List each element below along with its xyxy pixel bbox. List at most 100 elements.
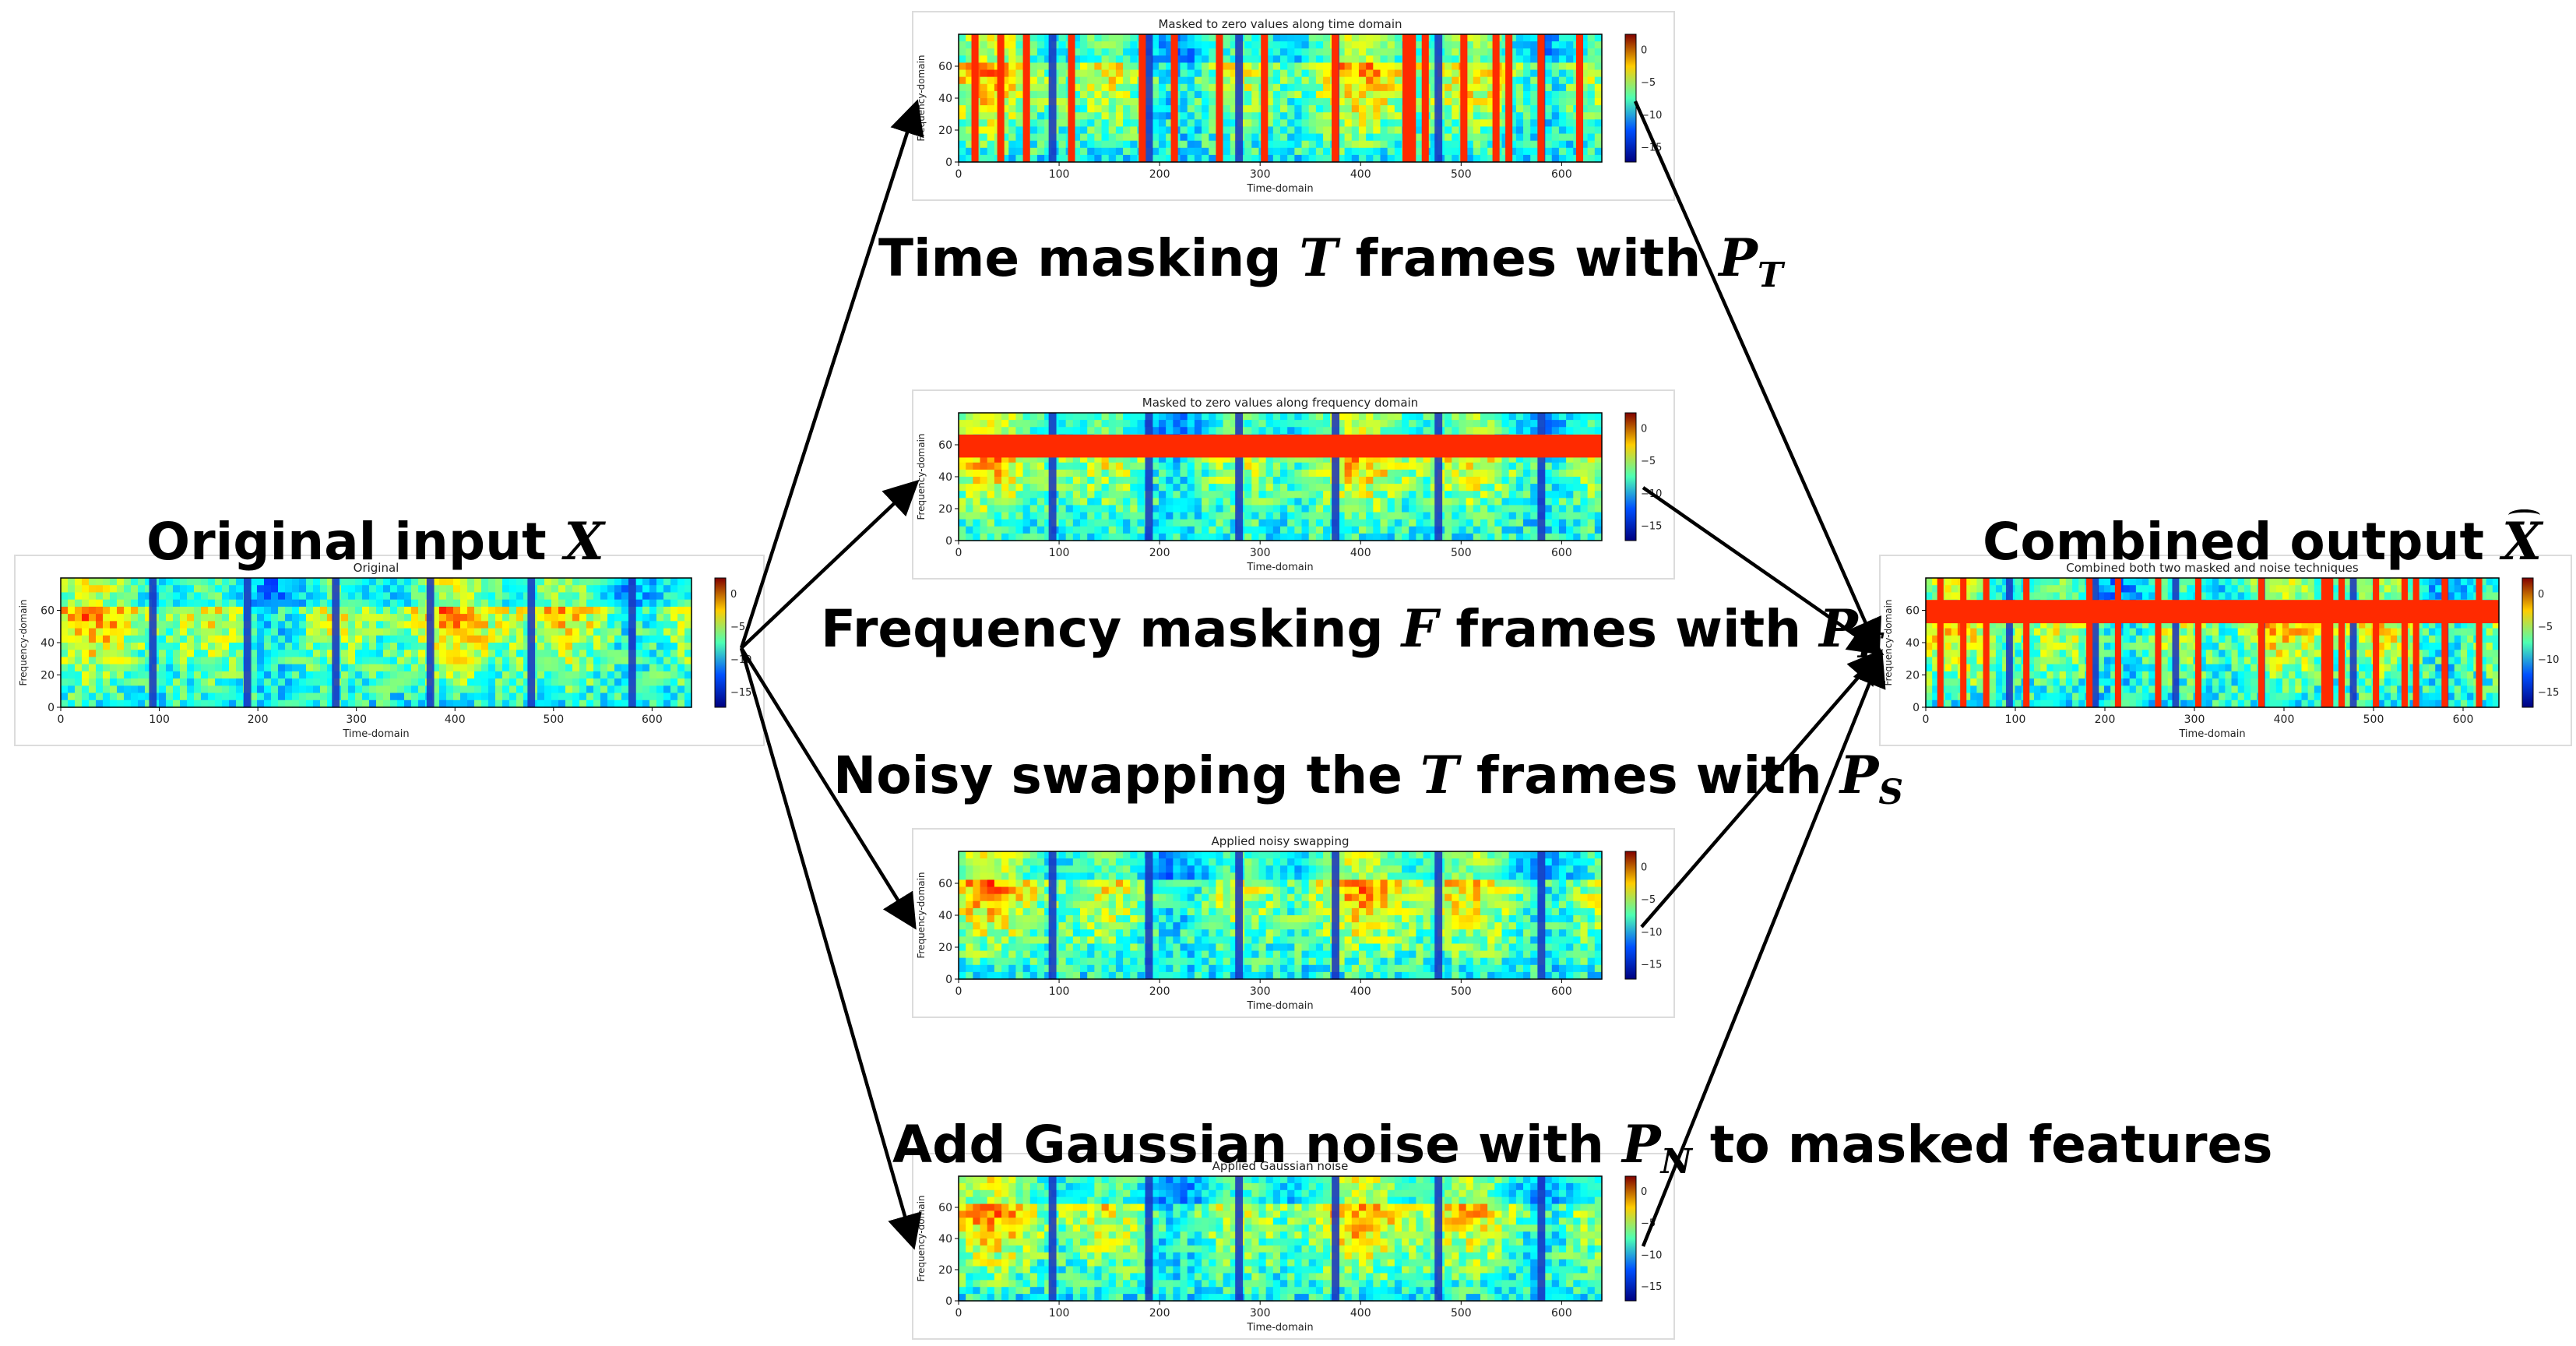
y-tick-label: 40 bbox=[938, 93, 952, 105]
x-tick-label: 600 bbox=[1551, 168, 1572, 181]
colorbar-tick-label: −10 bbox=[1641, 488, 1662, 500]
x-tick-label: 100 bbox=[1049, 1307, 1070, 1320]
colorbar-tick-label: −15 bbox=[2538, 687, 2559, 699]
y-tick-label: 40 bbox=[1906, 637, 1920, 650]
x-tick-label: 0 bbox=[1923, 714, 1930, 726]
original-input-label: Original input X bbox=[146, 516, 604, 568]
time-masking-label: Time masking T frames with PT bbox=[878, 227, 1783, 295]
colorbar-tick-label: −10 bbox=[730, 654, 751, 666]
colorbar-tick-label: −5 bbox=[1641, 1218, 1656, 1230]
y-axis-label: Frequency-domain bbox=[916, 1195, 927, 1281]
panel-title: Combined both two masked and noise techn… bbox=[2066, 561, 2359, 575]
x-tick-label: 0 bbox=[58, 714, 65, 726]
x-tick-label: 400 bbox=[1350, 547, 1371, 559]
x-tick-label: 500 bbox=[1451, 1307, 1472, 1320]
x-tick-label: 300 bbox=[1250, 985, 1271, 998]
colorbar-tick-label: 0 bbox=[730, 589, 737, 601]
y-tick-label: 40 bbox=[40, 637, 55, 650]
x-axis-label: Time-domain bbox=[1246, 562, 1313, 573]
x-tick-label: 400 bbox=[1350, 168, 1371, 181]
combined-output-label: Combined output X bbox=[1983, 511, 2543, 572]
x-tick-label: 200 bbox=[1149, 547, 1170, 559]
frequency-masked-spectrogram-panel: Masked to zero values along frequency do… bbox=[912, 389, 1675, 580]
colorbar-tick-label: 0 bbox=[1641, 424, 1647, 435]
y-tick-label: 0 bbox=[945, 974, 952, 986]
x-tick-label: 100 bbox=[1049, 985, 1070, 998]
y-axis-label: Frequency-domain bbox=[916, 55, 927, 141]
x-tick-label: 0 bbox=[955, 168, 962, 181]
colorbar-tick-label: −10 bbox=[1641, 110, 1662, 122]
colorbar-tick-label: −10 bbox=[1641, 927, 1662, 939]
noisy-swapping-label: Noisy swapping the T frames with PS bbox=[833, 745, 1904, 812]
y-axis-label: Frequency-domain bbox=[18, 599, 29, 685]
original-text: Original input bbox=[146, 512, 565, 572]
x-tick-label: 300 bbox=[2184, 714, 2205, 726]
x-tick-label: 400 bbox=[1350, 1307, 1371, 1320]
x-tick-label: 0 bbox=[955, 1307, 962, 1320]
x-axis-label: Time-domain bbox=[342, 728, 409, 740]
x-tick-label: 300 bbox=[346, 714, 367, 726]
panel-title: Masked to zero values along time domain bbox=[1158, 17, 1402, 31]
original-symbol: X bbox=[564, 511, 604, 572]
y-tick-label: 60 bbox=[938, 439, 952, 452]
x-tick-label: 300 bbox=[1250, 547, 1271, 559]
x-tick-label: 100 bbox=[2005, 714, 2026, 726]
x-tick-label: 0 bbox=[955, 985, 962, 998]
colorbar-tick-label: −15 bbox=[1641, 1281, 1662, 1293]
time-masked-spectrogram-panel: Masked to zero values along time domain 0… bbox=[912, 11, 1675, 201]
x-axis-label: Time-domain bbox=[1246, 1000, 1313, 1012]
x-tick-label: 200 bbox=[2095, 714, 2116, 726]
y-tick-label: 0 bbox=[945, 535, 952, 548]
x-tick-label: 200 bbox=[1149, 985, 1170, 998]
panel-title: Applied noisy swapping bbox=[1212, 834, 1350, 848]
x-tick-label: 300 bbox=[1250, 1307, 1271, 1320]
x-tick-label: 100 bbox=[149, 714, 170, 726]
x-tick-label: 600 bbox=[2453, 714, 2474, 726]
y-tick-label: 0 bbox=[945, 157, 952, 169]
colorbar-tick-label: −5 bbox=[1641, 77, 1656, 89]
colorbar-tick-label: −15 bbox=[1641, 142, 1662, 153]
x-tick-label: 600 bbox=[1551, 547, 1572, 559]
y-tick-label: 20 bbox=[1906, 670, 1920, 682]
x-tick-label: 600 bbox=[1551, 1307, 1572, 1320]
y-tick-label: 20 bbox=[938, 125, 952, 137]
y-tick-label: 20 bbox=[938, 503, 952, 516]
x-axis-label: Time-domain bbox=[1246, 1322, 1313, 1334]
colorbar-tick-label: −5 bbox=[2538, 622, 2553, 633]
y-tick-label: 40 bbox=[938, 1233, 952, 1246]
x-tick-label: 600 bbox=[642, 714, 663, 726]
panel-title: Masked to zero values along frequency do… bbox=[1142, 396, 1418, 410]
y-tick-label: 0 bbox=[1913, 702, 1920, 714]
colorbar-tick-label: −15 bbox=[730, 687, 751, 699]
y-tick-label: 40 bbox=[938, 471, 952, 484]
y-tick-label: 20 bbox=[938, 942, 952, 954]
x-tick-label: 500 bbox=[1451, 168, 1472, 181]
arrow-to-time-mask bbox=[739, 99, 924, 649]
x-tick-label: 200 bbox=[1149, 1307, 1170, 1320]
colorbar-tick-label: −10 bbox=[1641, 1249, 1662, 1261]
x-tick-label: 500 bbox=[1451, 547, 1472, 559]
y-axis-label: Frequency-domain bbox=[916, 433, 927, 520]
x-tick-label: 500 bbox=[2363, 714, 2384, 726]
panel-title: Original bbox=[354, 561, 399, 575]
colorbar-tick-label: −15 bbox=[1641, 959, 1662, 971]
colorbar-tick-label: 0 bbox=[2538, 589, 2544, 601]
x-tick-label: 600 bbox=[1551, 985, 1572, 998]
x-tick-label: 300 bbox=[1250, 168, 1271, 181]
panel-title: Applied Gaussian noise bbox=[1212, 1159, 1349, 1173]
colorbar-tick-label: 0 bbox=[1641, 862, 1647, 874]
colorbar-tick-label: −5 bbox=[1641, 456, 1656, 467]
gaussian-noise-spectrogram-panel: Applied Gaussian noise 0 100 200 300 400 500 60… bbox=[912, 1153, 1675, 1340]
y-tick-label: 60 bbox=[938, 1202, 952, 1214]
combined-symbol: X bbox=[2502, 511, 2543, 572]
colorbar-tick-label: −10 bbox=[2538, 654, 2559, 666]
y-tick-label: 60 bbox=[938, 878, 952, 890]
x-tick-label: 100 bbox=[1049, 168, 1070, 181]
y-tick-label: 60 bbox=[1906, 605, 1920, 618]
gaussian-noise-label: Add Gaussian noise with PN to masked fea… bbox=[892, 1114, 2273, 1182]
colorbar-tick-label: −5 bbox=[730, 622, 745, 633]
x-tick-label: 400 bbox=[2274, 714, 2295, 726]
y-tick-label: 40 bbox=[938, 910, 952, 922]
